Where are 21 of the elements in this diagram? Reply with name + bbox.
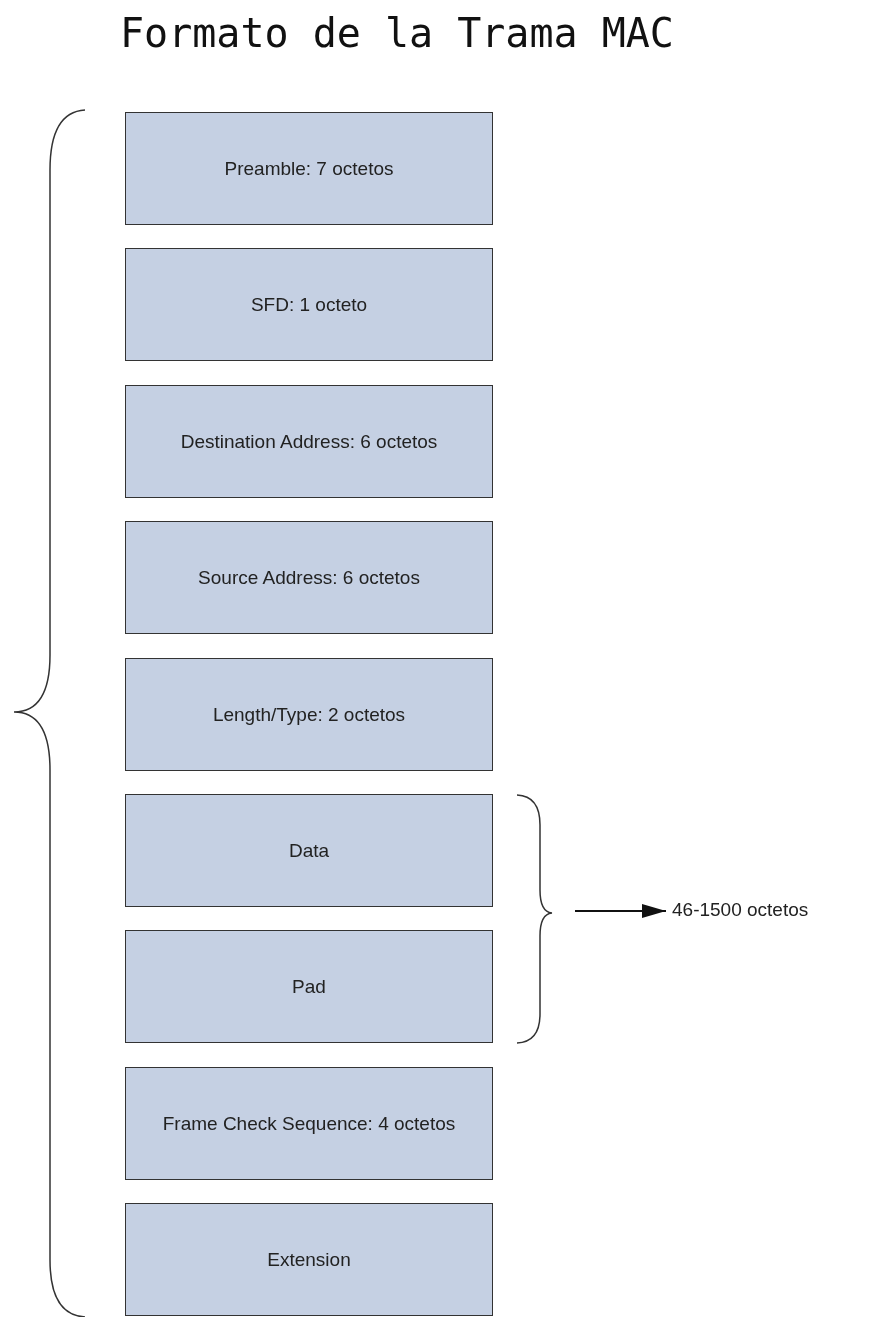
field-box <box>125 521 493 634</box>
field-box <box>125 385 493 498</box>
arrow <box>574 904 667 918</box>
field-label: Preamble: 7 octetos <box>224 156 394 181</box>
size-label: 46-1500 octetos <box>672 899 809 921</box>
field-label: Length/Type: 2 octetos <box>212 702 406 727</box>
field-box <box>125 1067 493 1180</box>
field-label: Destination Address: 6 octetos <box>180 429 438 454</box>
field-label: Pad <box>292 974 326 999</box>
field-box <box>125 794 493 907</box>
field-label: Source Address: 6 octetos <box>198 565 420 590</box>
field-box <box>125 1203 493 1316</box>
field-box <box>125 112 493 225</box>
field-label: Extension <box>267 1247 351 1272</box>
field-box <box>125 658 493 771</box>
field-box <box>125 930 493 1043</box>
field-label: Frame Check Sequence: 4 octetos <box>162 1111 456 1136</box>
field-label: SFD: 1 octeto <box>250 292 368 317</box>
diagram-title: Formato de la Trama MAC <box>120 10 674 56</box>
field-box <box>125 248 493 361</box>
field-label: Data <box>288 838 330 863</box>
